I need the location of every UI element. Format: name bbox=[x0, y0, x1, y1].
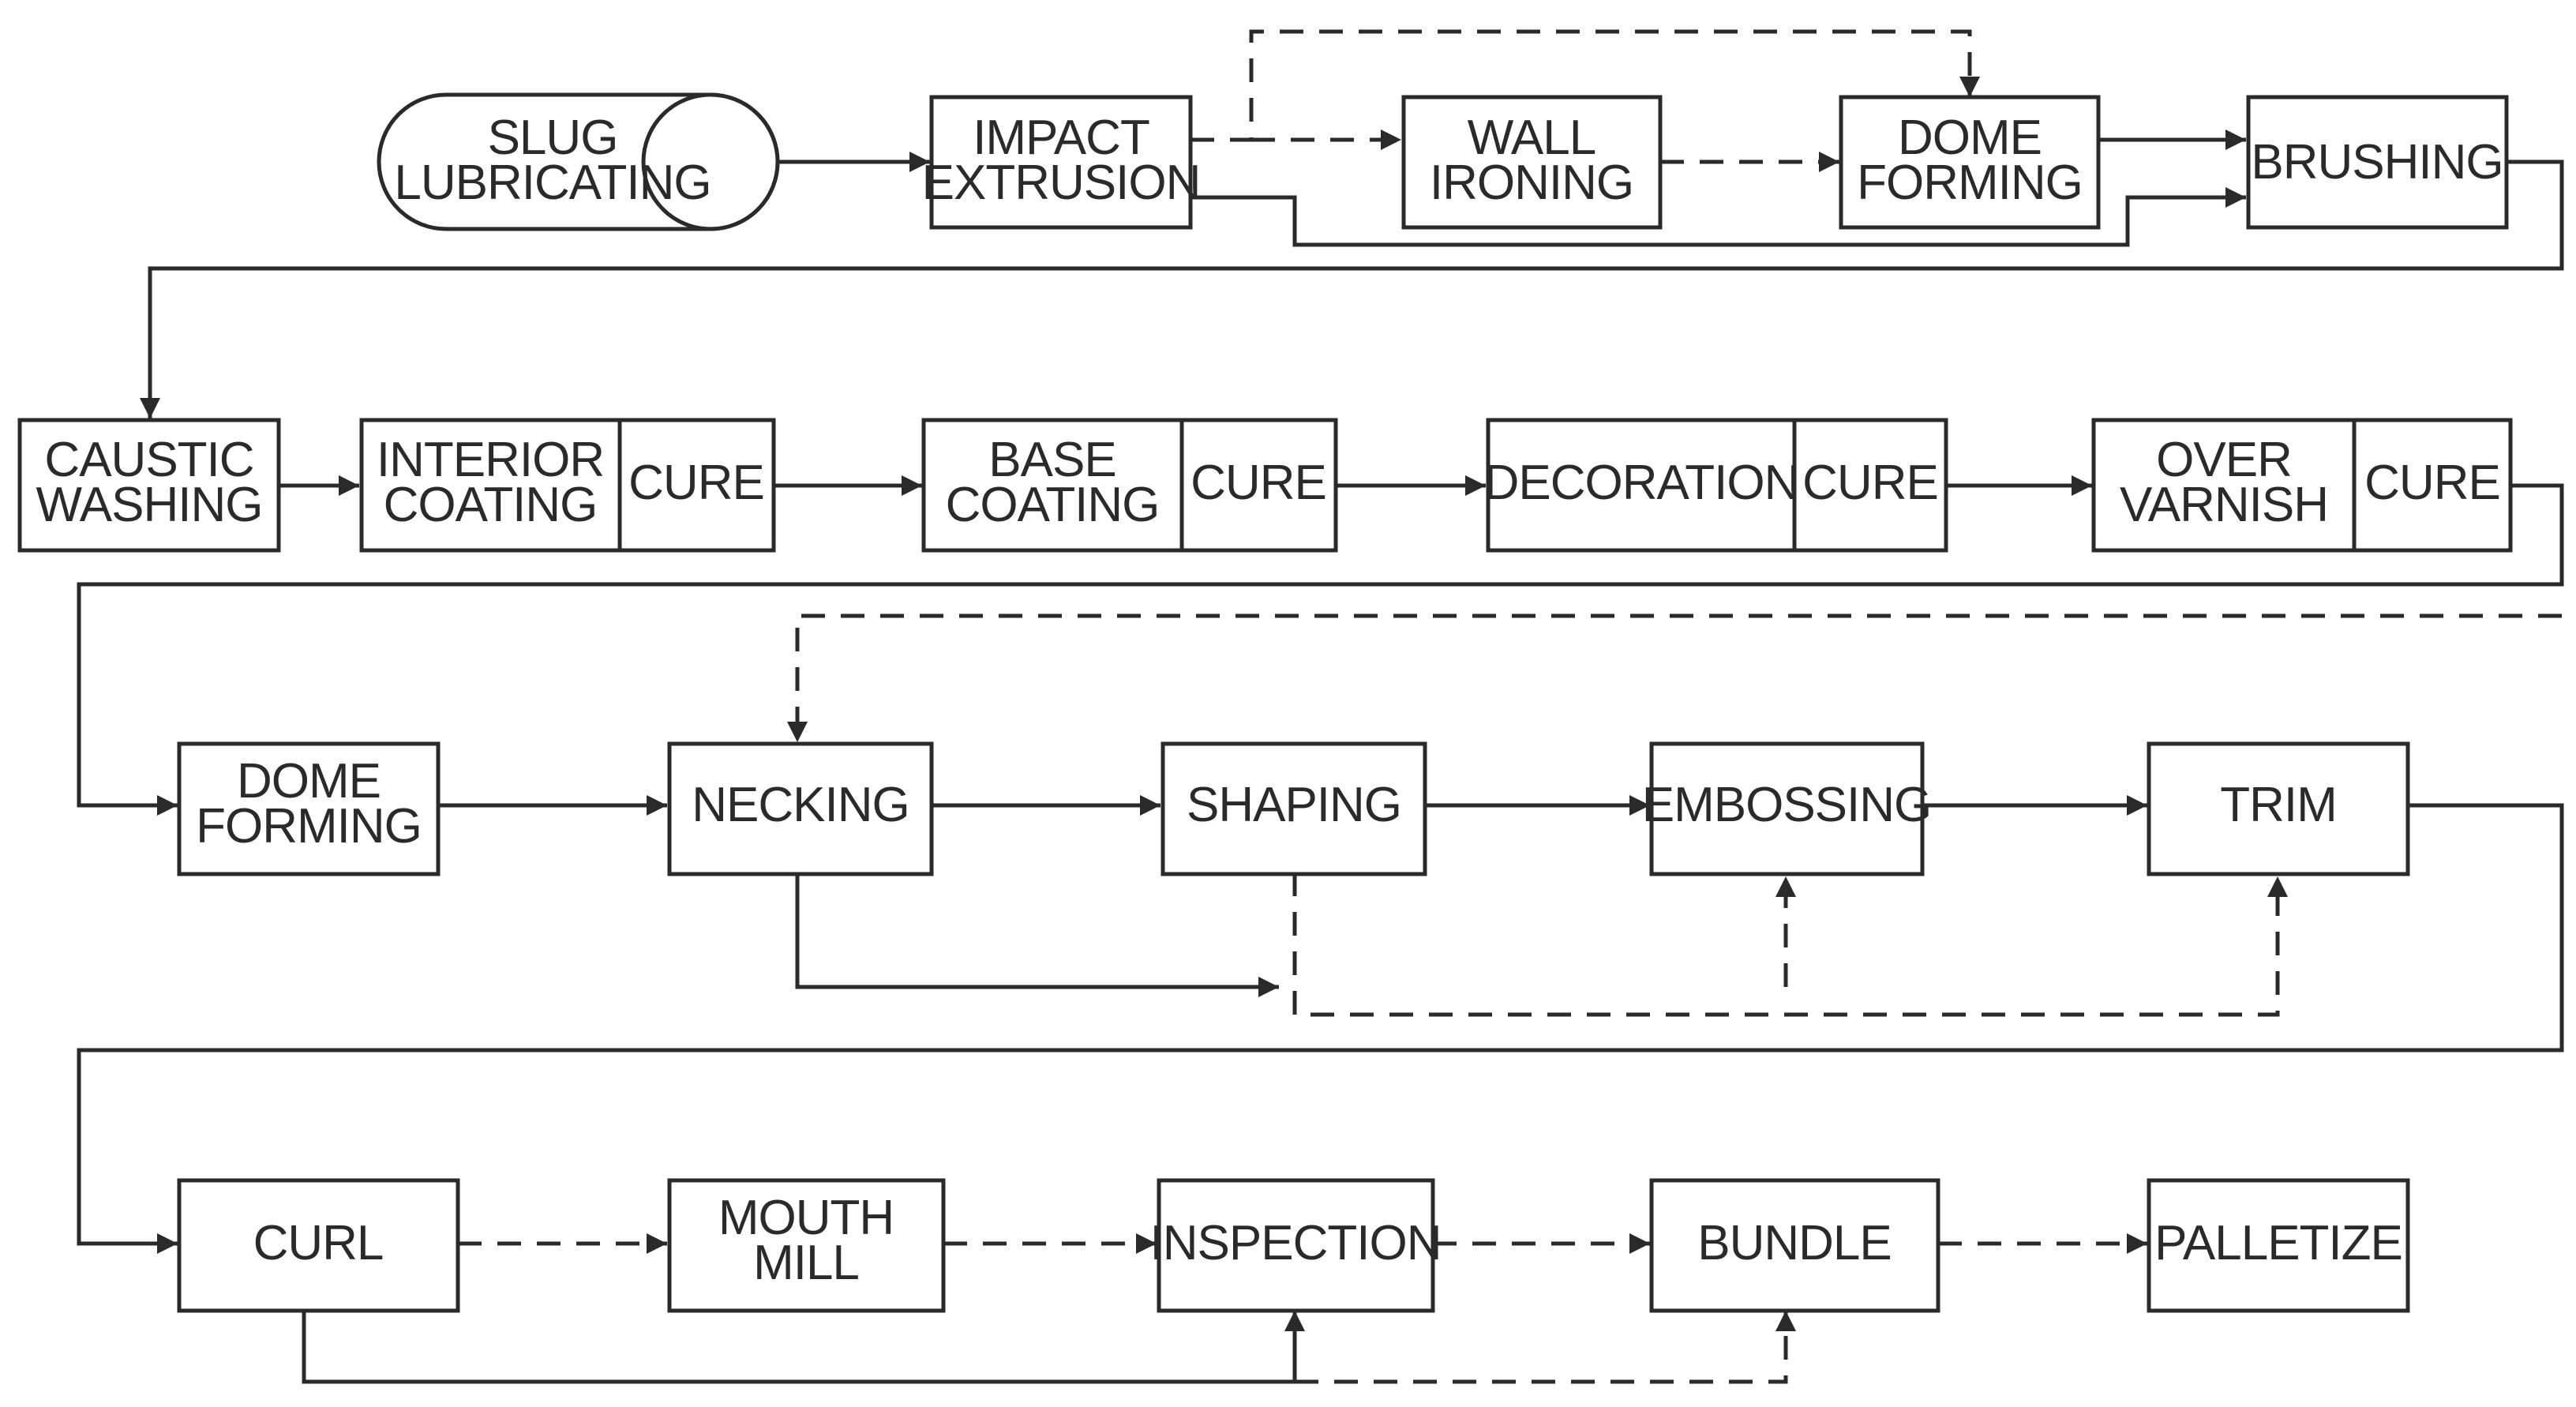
mouth-mill-label-2: MILL bbox=[753, 1236, 859, 1290]
dome-forming-1-label-2: FORMING bbox=[1857, 156, 2083, 210]
node-impact-extrusion: IMPACT EXTRUSION bbox=[922, 95, 1201, 230]
base-coating-label-2: COATING bbox=[946, 478, 1160, 532]
node-mouth-mill: MOUTH MILL bbox=[667, 1178, 946, 1313]
caustic-washing-label-2: WASHING bbox=[36, 478, 263, 532]
node-base-coating: BASE COATING CURE bbox=[921, 418, 1338, 553]
arrow-curl-bypass-to-inspection bbox=[302, 1311, 1305, 1384]
curl-label: CURL bbox=[253, 1216, 384, 1270]
necking-label: NECKING bbox=[692, 778, 909, 832]
node-bundle: BUNDLE bbox=[1649, 1178, 1940, 1313]
over-varnish-cure-label: CURE bbox=[2364, 456, 2500, 510]
slug-lubricating-label-1: SLUG bbox=[488, 111, 618, 165]
over-varnish-label-1: OVER bbox=[2156, 433, 2292, 487]
inspection-label: INSPECTION bbox=[1150, 1216, 1442, 1270]
shaping-label: SHAPING bbox=[1187, 778, 1401, 832]
node-slug-lubricating: SLUG LUBRICATING bbox=[377, 92, 780, 231]
node-over-varnish: OVER VARNISH CURE bbox=[2091, 418, 2513, 553]
trim-label: TRIM bbox=[2220, 778, 2337, 832]
interior-cure-label: CURE bbox=[628, 456, 764, 510]
arrow-varnish-to-dome2 bbox=[77, 483, 2564, 816]
interior-coating-label-1: INTERIOR bbox=[377, 433, 604, 487]
node-trim: TRIM bbox=[2147, 741, 2410, 876]
dashed-impact-to-wall bbox=[1191, 29, 1980, 142]
node-necking: NECKING bbox=[667, 741, 934, 876]
palletize-label: PALLETIZE bbox=[2154, 1216, 2402, 1270]
node-inspection: INSPECTION bbox=[1150, 1178, 1442, 1313]
dashed-shaping-bypass bbox=[1292, 872, 2288, 1017]
node-dome-forming-2: DOME FORMING bbox=[177, 741, 441, 876]
impact-extrusion-label-1: IMPACT bbox=[973, 111, 1149, 165]
arrow-trim-to-curl bbox=[77, 803, 2564, 1254]
base-coating-label-1: BASE bbox=[988, 433, 1116, 487]
node-caustic-washing: CAUSTIC WASHING bbox=[17, 418, 281, 553]
node-interior-coating: INTERIOR COATING CURE bbox=[359, 418, 776, 553]
node-shaping: SHAPING bbox=[1161, 741, 1427, 876]
interior-coating-label-2: COATING bbox=[384, 478, 598, 532]
caustic-washing-label-1: CAUSTIC bbox=[44, 433, 253, 487]
impact-extrusion-label-2: EXTRUSION bbox=[922, 156, 1201, 210]
node-curl: CURL bbox=[177, 1178, 460, 1313]
node-embossing: EMBOSSING bbox=[1642, 741, 1932, 876]
base-cure-label: CURE bbox=[1191, 456, 1326, 510]
node-palletize: PALLETIZE bbox=[2147, 1178, 2410, 1313]
connectors bbox=[77, 29, 2564, 1384]
over-varnish-label-2: VARNISH bbox=[2120, 478, 2328, 532]
brushing-label: BRUSHING bbox=[2251, 135, 2503, 189]
bundle-label: BUNDLE bbox=[1697, 1216, 1892, 1270]
wall-ironing-label-1: WALL bbox=[1468, 111, 1596, 165]
wall-ironing-label-2: IRONING bbox=[1430, 156, 1633, 210]
dome-forming-2-label-2: FORMING bbox=[196, 799, 422, 854]
arrow-necking-bypass bbox=[795, 872, 1279, 997]
mouth-mill-label-1: MOUTH bbox=[718, 1191, 894, 1245]
arrow-brushing-to-caustic bbox=[140, 159, 2564, 418]
node-brushing: BRUSHING bbox=[2246, 95, 2509, 230]
decoration-label: DECORATION bbox=[1484, 456, 1799, 510]
slug-lubricating-label-2: LUBRICATING bbox=[394, 156, 711, 210]
dashed-varnish-to-necking bbox=[787, 613, 2562, 742]
dome-forming-1-label-1: DOME bbox=[1898, 111, 2042, 165]
decoration-cure-label: CURE bbox=[1802, 456, 1938, 510]
dashed-inspection-bypass-to-bundle bbox=[1295, 1311, 1796, 1384]
node-wall-ironing: WALL IRONING bbox=[1401, 95, 1663, 230]
node-decoration: DECORATION CURE bbox=[1484, 418, 1948, 553]
dome-forming-2-label-1: DOME bbox=[237, 754, 381, 809]
arrow-impact-bypass-to-brushing bbox=[1191, 187, 2246, 247]
node-dome-forming-1: DOME FORMING bbox=[1839, 95, 2101, 230]
embossing-label: EMBOSSING bbox=[1642, 778, 1932, 832]
